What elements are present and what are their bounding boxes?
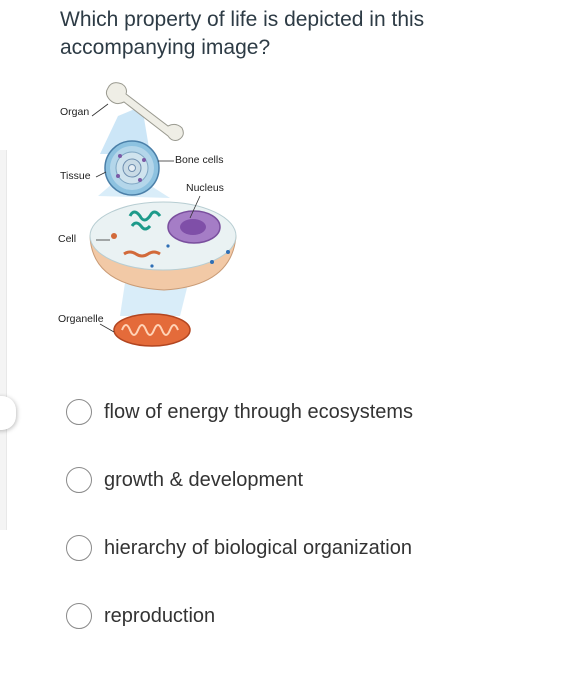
left-edge-panel: [0, 150, 7, 530]
option-label: reproduction: [104, 604, 216, 627]
side-toggle-tab[interactable]: [0, 396, 16, 430]
bone-organ: [105, 82, 184, 141]
answer-option-2[interactable]: growth & development: [66, 465, 303, 495]
label-bone-cells: Bone cells: [175, 154, 224, 166]
mitochondrion-organelle: [113, 313, 191, 347]
radio-button[interactable]: [66, 603, 92, 629]
option-label: hierarchy of biological organization: [104, 536, 412, 559]
hierarchy-illustration: [89, 82, 237, 347]
answer-option-4[interactable]: reproduction: [66, 601, 215, 631]
option-label: growth & development: [104, 468, 304, 491]
label-organ: Organ: [60, 106, 90, 118]
radio-button[interactable]: [66, 467, 92, 493]
label-cell: Cell: [58, 233, 77, 245]
answer-option-1[interactable]: flow of energy through ecosystems: [66, 397, 413, 427]
question-text: Which property of life is depicted in th…: [60, 8, 425, 59]
label-organelle: Organelle: [58, 313, 104, 325]
radio-button[interactable]: [66, 535, 92, 561]
option-label: flow of energy through ecosystems: [104, 400, 414, 423]
label-tissue: Tissue: [60, 170, 91, 182]
answer-option-3[interactable]: hierarchy of biological organization: [66, 533, 412, 563]
cell-drawing: [89, 201, 237, 291]
tissue-circle: [104, 140, 160, 196]
label-nucleus: Nucleus: [186, 182, 224, 194]
radio-button[interactable]: [66, 399, 92, 425]
biology-figure: Organ Tissue Cell Organelle Bone cells N…: [40, 76, 260, 376]
